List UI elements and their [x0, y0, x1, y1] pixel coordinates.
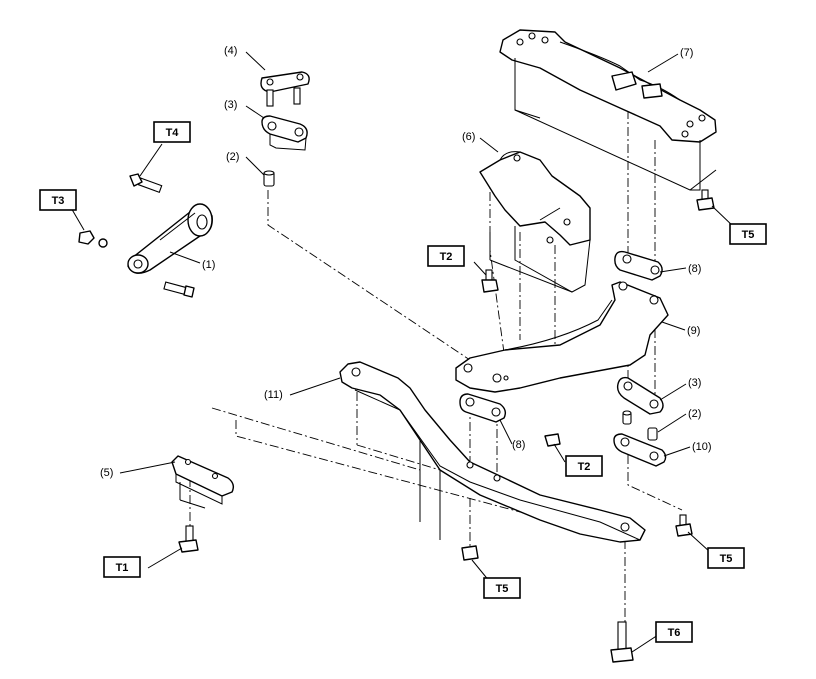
plate-part-3-lower [616, 376, 664, 415]
svg-text:T3: T3 [52, 195, 65, 207]
crossmember-part-7 [499, 29, 717, 191]
spacer-part-2-upper [263, 170, 275, 187]
svg-text:T6: T6 [668, 627, 681, 639]
label-part-11: (11) [264, 389, 283, 401]
label-part-10: (10) [692, 441, 712, 453]
plate-part-10 [613, 433, 667, 467]
plate-part-8-lower [459, 393, 507, 423]
plate-part-8-upper [614, 250, 663, 281]
label-part-7: (7) [680, 47, 693, 59]
svg-text:T5: T5 [742, 229, 755, 241]
svg-text:T2: T2 [578, 461, 591, 473]
torque-box-t4: T4 [153, 121, 191, 143]
svg-text:T5: T5 [720, 553, 733, 565]
torque-labels: T4 T3 T2 T5 T2 T1 T5 T5 [39, 121, 767, 643]
torque-box-t2-upper: T2 [427, 245, 465, 267]
fasteners [178, 189, 715, 663]
label-part-3-upper: (3) [224, 99, 237, 111]
label-part-6: (6) [462, 131, 475, 143]
torque-box-t2-lower: T2 [565, 455, 603, 477]
svg-text:T1: T1 [116, 562, 129, 574]
label-part-4: (4) [224, 45, 237, 57]
svg-text:T2: T2 [440, 251, 453, 263]
crossmember-part-11 [339, 361, 646, 543]
pitching-stopper-part-1 [78, 173, 213, 298]
torque-box-t3: T3 [39, 189, 77, 211]
svg-text:T5: T5 [496, 583, 509, 595]
label-part-8-lower: (8) [512, 439, 525, 451]
label-part-8-upper: (8) [688, 263, 701, 275]
torque-box-t5-top: T5 [729, 223, 767, 245]
bracket-part-4 [260, 71, 310, 107]
label-part-2-upper: (2) [226, 151, 239, 163]
plate-part-3-upper [261, 115, 308, 151]
mount-part-6 [479, 151, 591, 293]
bracket-part-9 [455, 281, 669, 393]
label-part-3-lower: (3) [688, 377, 701, 389]
svg-text:T4: T4 [166, 127, 180, 139]
torque-box-t6: T6 [655, 621, 693, 643]
label-part-1: (1) [202, 259, 215, 271]
part-number-labels: (4) (3) (2) (1) (6) (7) (8) (9) (3) (2) … [100, 45, 712, 479]
torque-box-t5-bottom: T5 [483, 577, 521, 599]
torque-box-t1: T1 [103, 556, 141, 578]
label-part-9: (9) [687, 325, 700, 337]
label-part-5: (5) [100, 467, 113, 479]
spacer-part-2-lower [622, 410, 658, 441]
torque-box-t5-right: T5 [707, 547, 745, 569]
bracket-part-5 [171, 455, 235, 509]
label-part-2-lower: (2) [688, 408, 701, 420]
